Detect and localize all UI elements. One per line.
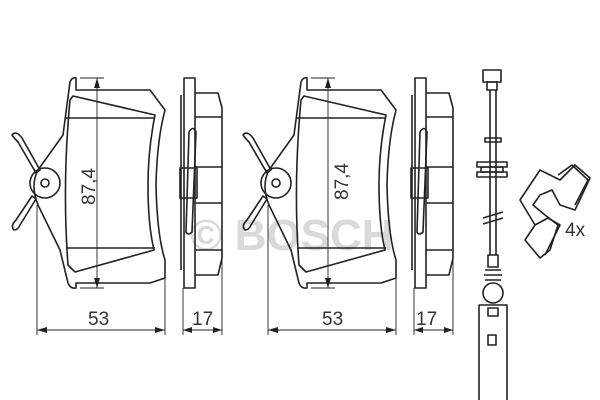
pad-2-thickness-label: 17: [416, 309, 437, 330]
pad-1-width-label: 53: [88, 309, 109, 330]
brake-pad-2: [242, 77, 454, 336]
wear-sensor: [476, 69, 508, 400]
brake-pad-1: [11, 77, 223, 336]
pad-2-height-label: 87,4: [332, 163, 353, 200]
clips-quantity-label: 4x: [565, 220, 586, 241]
pad-2-width-label: 53: [322, 309, 343, 330]
pad-1-thickness-label: 17: [192, 309, 213, 330]
clips: [519, 164, 591, 259]
pad-1-height-label: 87,4: [79, 168, 100, 205]
